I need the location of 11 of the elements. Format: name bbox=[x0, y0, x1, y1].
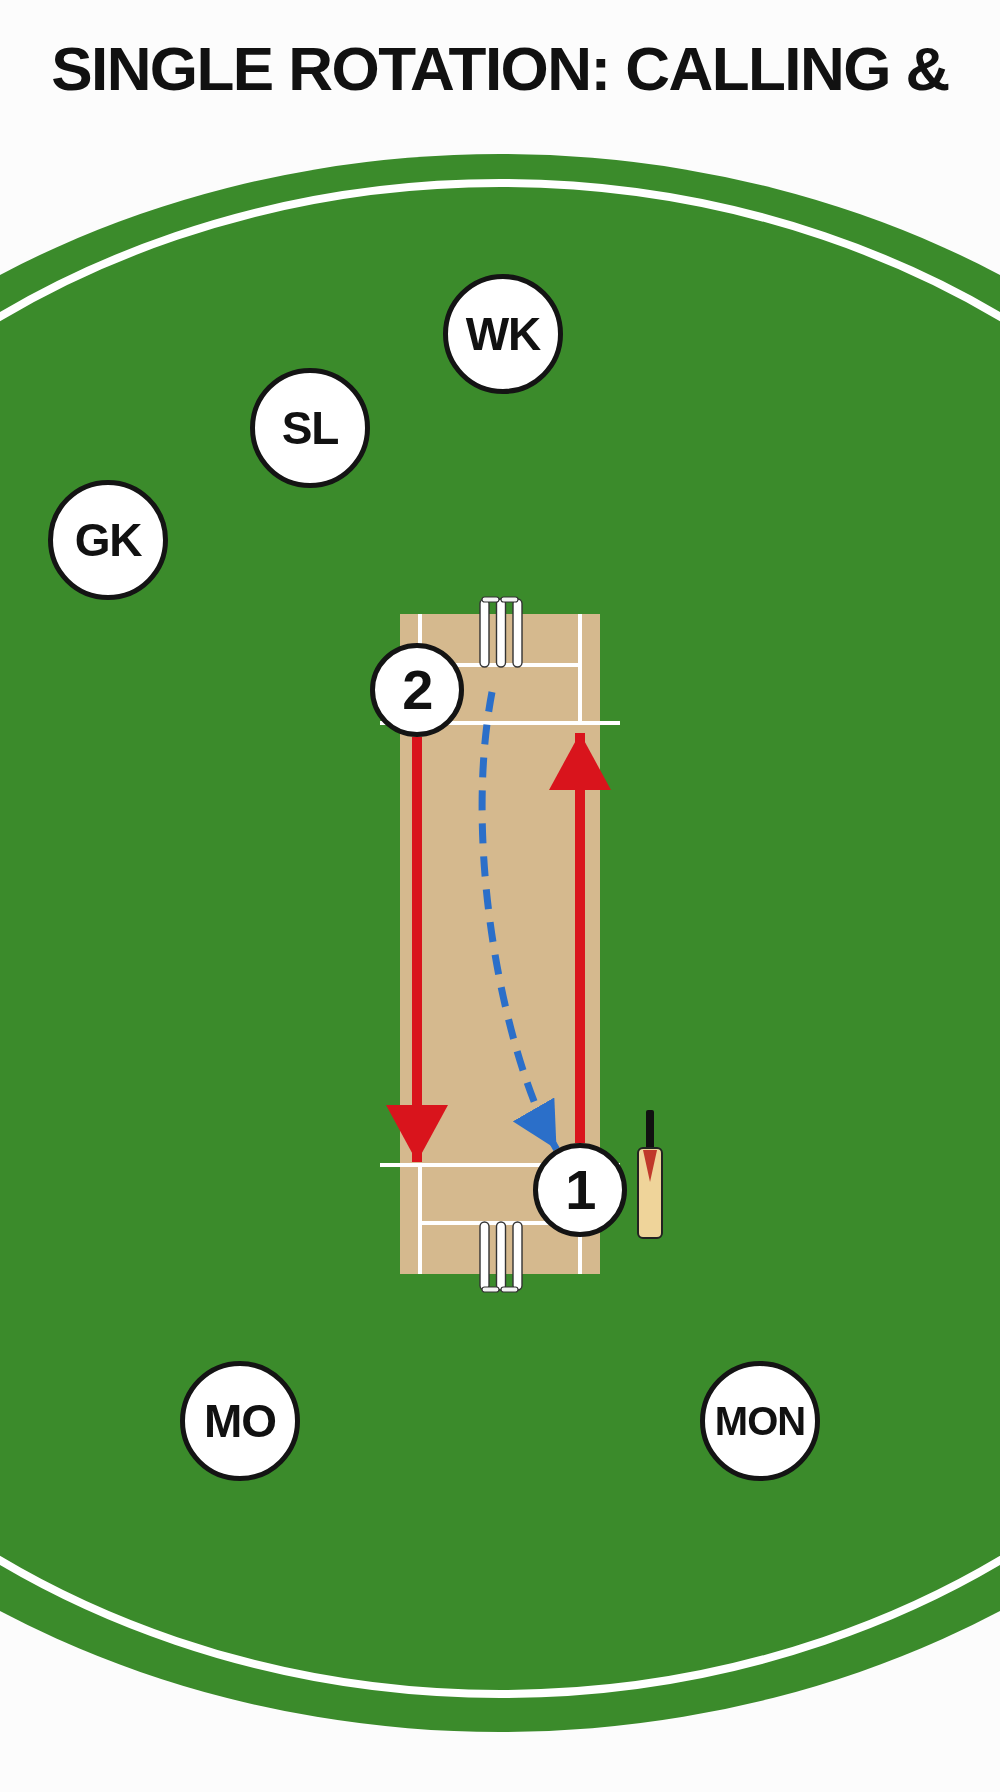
title: SINGLE ROTATION: CALLING & bbox=[50, 38, 950, 100]
batter-number: 2 bbox=[402, 662, 432, 718]
arrow bbox=[549, 733, 611, 1143]
position-label: SL bbox=[281, 405, 339, 451]
position-label: WK bbox=[465, 311, 541, 357]
dashed-curved-arrow bbox=[478, 691, 560, 1151]
position-label: MON bbox=[714, 1401, 806, 1441]
batter-number: 1 bbox=[565, 1162, 595, 1218]
position-label: MO bbox=[204, 1398, 276, 1444]
position-label: GK bbox=[74, 517, 142, 563]
arrow bbox=[386, 737, 448, 1162]
